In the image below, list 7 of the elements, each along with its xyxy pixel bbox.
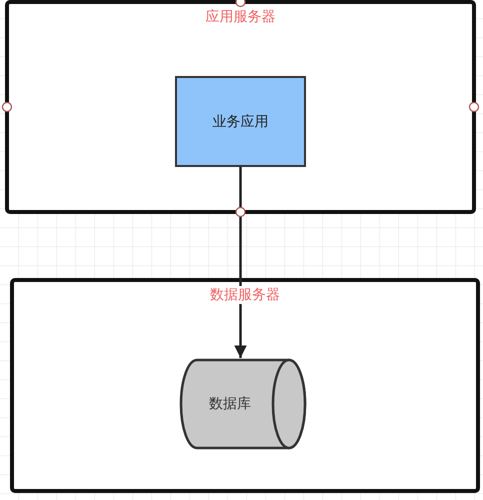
application-box <box>175 76 306 167</box>
node-label: 数据库 <box>209 395 251 413</box>
container-heading: 数据服务器 <box>208 286 282 304</box>
server-container <box>10 278 480 493</box>
server-container <box>5 0 476 214</box>
arrow <box>234 167 247 358</box>
node-label: 业务应用 <box>212 112 268 130</box>
